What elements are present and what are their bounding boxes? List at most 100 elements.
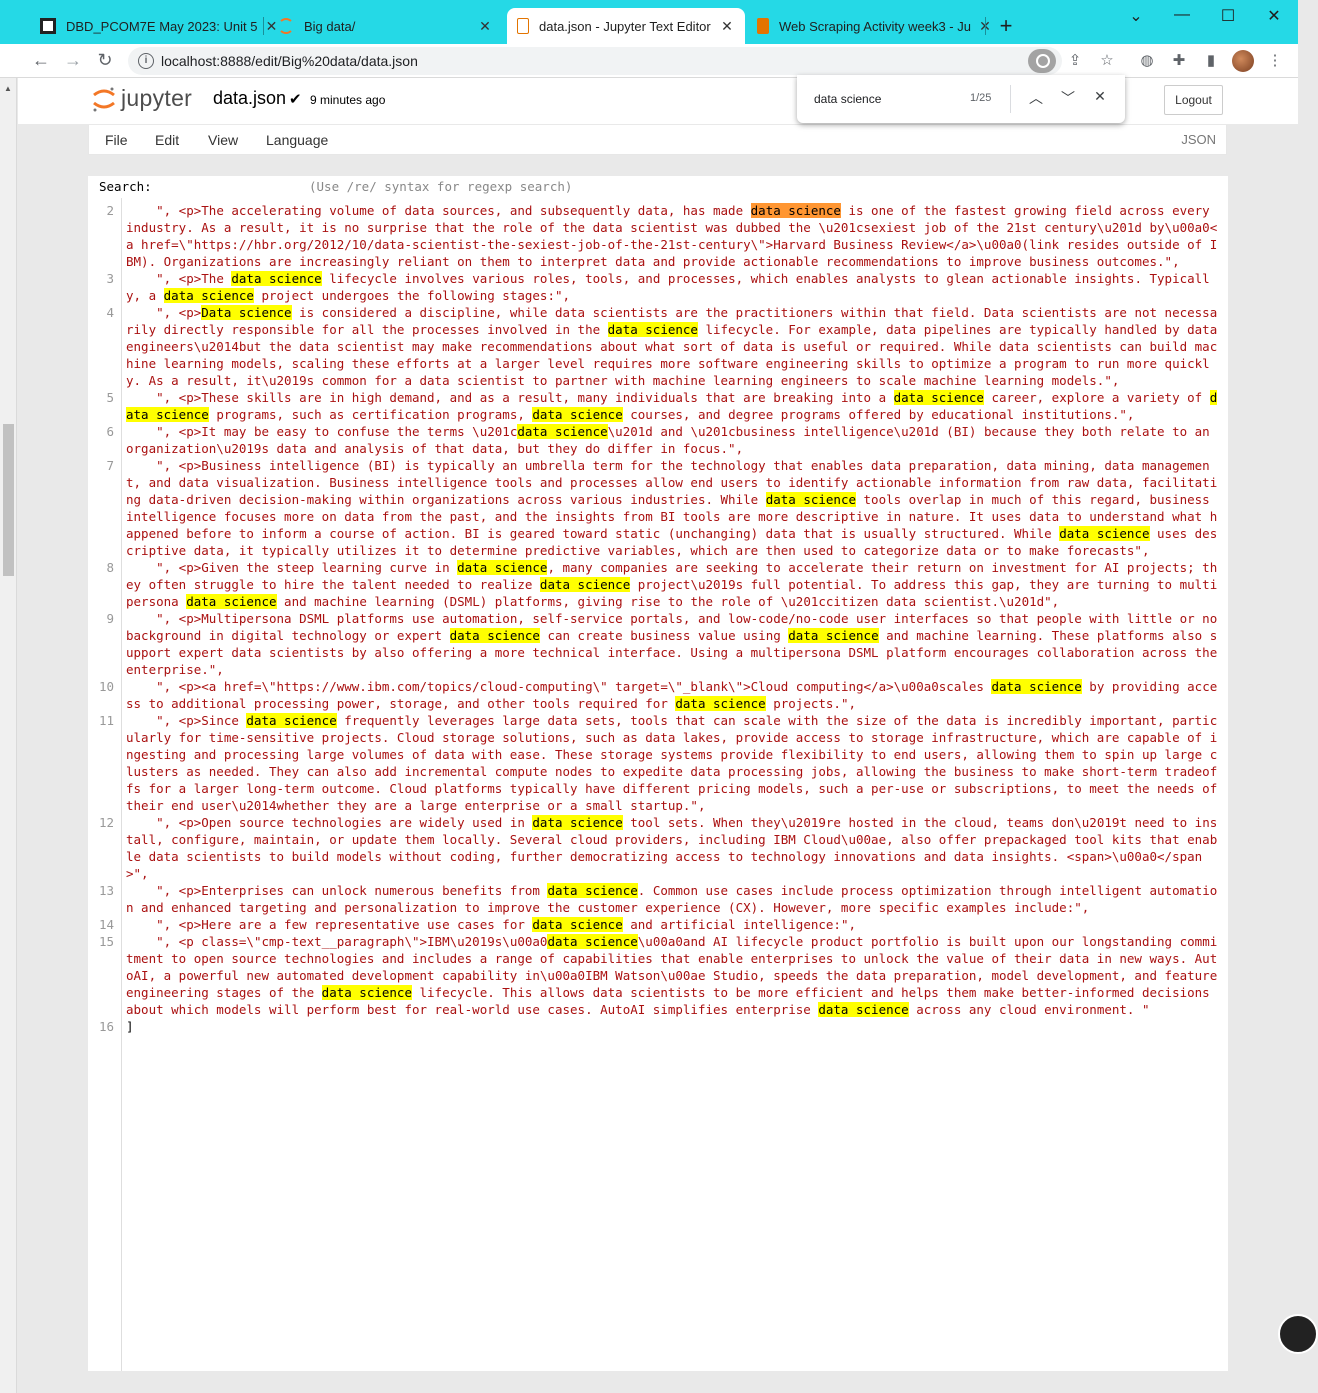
- saved-check-icon: ✔: [289, 91, 302, 108]
- jupyter-logo-icon[interactable]: [92, 85, 116, 113]
- line-number: 3: [106, 271, 114, 286]
- floating-action-button[interactable]: [1278, 1314, 1318, 1354]
- line-number-gutter: [88, 198, 122, 1371]
- back-icon[interactable]: ←: [32, 50, 50, 70]
- forward-icon[interactable]: →: [64, 50, 82, 70]
- address-bar[interactable]: i localhost:8888/edit/Big%20data/data.js…: [128, 47, 1062, 75]
- chevron-down-icon[interactable]: ⌄: [1129, 8, 1143, 25]
- close-icon[interactable]: ✕: [977, 18, 993, 35]
- tab-dbd-pcom7e[interactable]: DBD_PCOM7E May 2023: Unit 5 ✕: [30, 8, 277, 44]
- line-text: ", <p>Here are a few representative use …: [126, 917, 857, 932]
- avatar[interactable]: [1232, 50, 1254, 72]
- line-text: ", <p>Open source technologies are widel…: [126, 815, 1218, 881]
- file-icon: [517, 18, 529, 34]
- url-text: localhost:8888/edit/Big%20data/data.json: [161, 53, 418, 69]
- line-text: ", <p>These skills are in high demand, a…: [126, 390, 1218, 422]
- jupyter-wordmark: jupyter: [121, 85, 193, 111]
- find-in-page-bar: data science 1/25 ︿ ﹀ ✕: [797, 75, 1125, 123]
- menu-dots-icon[interactable]: ⋮: [1267, 52, 1283, 69]
- line-number: 8: [106, 560, 114, 575]
- line-number: 5: [106, 390, 114, 405]
- line-number: 7: [106, 458, 114, 473]
- search-match: data science: [991, 679, 1082, 694]
- search-label: Search:: [99, 179, 152, 194]
- search-match: data science: [186, 594, 277, 609]
- tab-big-data[interactable]: Big data/ ✕: [268, 8, 503, 44]
- line-number: 14: [98, 917, 114, 932]
- tab-label: data.json - Jupyter Text Editor: [539, 18, 711, 34]
- share-icon[interactable]: ⇪: [1068, 52, 1082, 69]
- next-match-icon[interactable]: ﹀: [1061, 90, 1075, 106]
- scrollbar-thumb[interactable]: [3, 424, 14, 576]
- close-icon[interactable]: ✕: [265, 17, 278, 34]
- line-text: ", <p><a href=\"https://www.ibm.com/topi…: [126, 679, 1218, 711]
- search-match: data science: [517, 424, 608, 439]
- window-close-icon[interactable]: ✕: [1267, 8, 1281, 25]
- search-match: data science: [532, 815, 623, 830]
- puzzle-icon[interactable]: ✚: [1172, 52, 1186, 69]
- scroll-up-icon[interactable]: ▲: [4, 84, 12, 93]
- line-text: ]: [126, 1019, 134, 1034]
- search-match: data science: [532, 407, 623, 422]
- search-match: data science: [321, 985, 412, 1000]
- search-hint: (Use /re/ syntax for regexp search): [309, 179, 573, 194]
- find-match-count: 1/25: [970, 92, 992, 104]
- search-match: data science: [539, 577, 631, 592]
- reload-icon[interactable]: ↻: [97, 50, 113, 70]
- close-icon[interactable]: ✕: [721, 17, 733, 34]
- editor-mode: JSON: [1181, 132, 1216, 147]
- line-text: ", <p class=\"cmp-text__paragraph\">IBM\…: [126, 934, 1225, 1017]
- checkpoint-status: 9 minutes ago: [310, 93, 386, 107]
- extension-icon[interactable]: ◍: [1140, 52, 1154, 69]
- previous-match-icon[interactable]: ︿: [1029, 90, 1043, 106]
- search-match: data science: [231, 271, 322, 286]
- line-number: 16: [98, 1019, 114, 1034]
- search-match: data science: [818, 1002, 909, 1017]
- line-number: 15: [98, 934, 114, 949]
- search-match: data science: [1059, 526, 1150, 541]
- search-match: data science: [246, 713, 337, 728]
- search-match: Data science: [201, 305, 292, 320]
- menu-edit[interactable]: Edit: [155, 132, 180, 148]
- find-input[interactable]: data science: [814, 92, 882, 106]
- search-match: data science: [547, 934, 638, 949]
- line-number: 9: [106, 611, 114, 626]
- tab-web-scraping[interactable]: Web Scraping Activity week3 - Ju ✕: [747, 8, 991, 44]
- line-number: 11: [98, 713, 114, 728]
- close-find-icon[interactable]: ✕: [1094, 88, 1106, 104]
- tab-data-json[interactable]: data.json - Jupyter Text Editor ✕: [507, 8, 745, 44]
- line-text: ", <p>Given the steep learning curve in …: [126, 560, 1218, 609]
- line-text: ", <p>Since data science frequently leve…: [126, 713, 1225, 813]
- info-icon[interactable]: i: [138, 53, 154, 69]
- divider: [1010, 85, 1011, 113]
- line-text: ", <p>Data science is considered a disci…: [126, 305, 1225, 388]
- search-match: data science: [163, 288, 254, 303]
- file-name[interactable]: data.json: [213, 88, 287, 108]
- line-number: 6: [106, 424, 114, 439]
- line-number: 12: [98, 815, 114, 830]
- search-match: data science: [893, 390, 984, 405]
- notebook-icon: [757, 18, 769, 34]
- find-icon[interactable]: [1028, 49, 1056, 73]
- tab-label: Big data/: [304, 18, 356, 34]
- sidepanel-icon[interactable]: ▮: [1206, 52, 1216, 69]
- new-tab-icon[interactable]: +: [999, 13, 1013, 38]
- code-editor[interactable]: Search: (Use /re/ syntax for regexp sear…: [88, 176, 1228, 1371]
- menu-file[interactable]: File: [105, 132, 128, 148]
- search-match: data science: [788, 628, 879, 643]
- line-text: ", <p>It may be easy to confuse the term…: [126, 424, 1218, 456]
- editor-search-bar[interactable]: Search: (Use /re/ syntax for regexp sear…: [88, 176, 1228, 198]
- minimize-icon[interactable]: —: [1174, 6, 1190, 23]
- logout-button[interactable]: Logout: [1164, 85, 1223, 115]
- menu-view[interactable]: View: [208, 132, 239, 148]
- page-scrollbar[interactable]: ▲: [0, 78, 17, 1393]
- close-icon[interactable]: ✕: [479, 17, 491, 34]
- star-icon[interactable]: ☆: [1100, 52, 1114, 69]
- line-number: 13: [98, 883, 114, 898]
- line-text: ", <p>Enterprises can unlock numerous be…: [126, 883, 1218, 915]
- current-search-match: data science: [750, 203, 841, 218]
- browser-tab-strip: DBD_PCOM7E May 2023: Unit 5 ✕ Big data/ …: [0, 0, 1298, 44]
- maximize-icon[interactable]: ☐: [1220, 8, 1236, 25]
- line-text: ", <p>The data science lifecycle involve…: [126, 271, 1210, 303]
- menu-language[interactable]: Language: [266, 132, 329, 148]
